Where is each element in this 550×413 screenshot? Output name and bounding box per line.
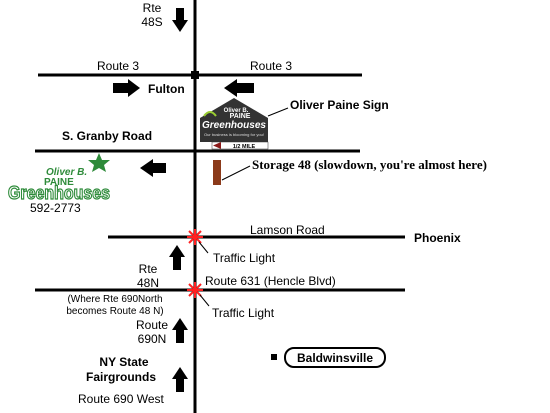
route-690-west-label: Route 690 West — [78, 392, 164, 406]
fulton-label: Fulton — [148, 82, 185, 96]
traffic-light-pointer — [199, 294, 210, 307]
logo-mid-text: PAINE — [44, 177, 74, 188]
arrow-down-icon — [172, 8, 188, 32]
arrow-up-icon — [169, 245, 185, 270]
route-3-left-label: Route 3 — [97, 59, 139, 73]
route-3-right-label: Route 3 — [250, 59, 292, 73]
sign-pointer — [267, 107, 289, 117]
fulton-intersection — [191, 71, 199, 79]
rte-48n-label-line2: 48N — [137, 276, 159, 290]
baldwinsville-box — [284, 347, 386, 368]
arrow-right-icon — [113, 79, 140, 97]
traffic-light-label-1: Traffic Light — [213, 251, 276, 265]
logo-top-text: Oliver B. — [46, 167, 87, 178]
route-690n-label-line1: Route — [136, 318, 168, 332]
logo-phone-text: 592-2773 — [30, 201, 81, 215]
fairgrounds-label-line1: NY State — [99, 355, 148, 369]
storage-48-marker — [213, 160, 221, 185]
sign-mid-text: PAINE — [230, 113, 251, 120]
route-note-line1: (Where Rte 690North — [67, 294, 162, 305]
rte-48n-label-line1: Rte — [139, 262, 158, 276]
star-icon — [88, 153, 110, 172]
storage-pointer — [221, 165, 251, 181]
rte-48s-label-line2: 48S — [141, 15, 162, 29]
traffic-light-pointer — [198, 241, 209, 254]
s-granby-road-label: S. Granby Road — [62, 129, 152, 143]
traffic-light-icon — [187, 229, 203, 245]
rte-48s-label-line1: Rte — [143, 1, 162, 15]
baldwinsville-label: Baldwinsville — [297, 351, 373, 365]
baldwinsville-marker — [271, 354, 277, 360]
traffic-light-icon — [187, 282, 203, 298]
phoenix-label: Phoenix — [414, 231, 461, 245]
fairgrounds-label-line2: Fairgrounds — [86, 370, 156, 384]
route-note-line2: becomes Route 48 N) — [66, 306, 163, 317]
sign-tagline-text: Our business is blooming for you! — [204, 132, 264, 137]
route-631-label: Route 631 (Hencle Blvd) — [205, 274, 336, 288]
arrow-up-icon — [172, 318, 188, 343]
greenhouses-logo: Oliver B. PAINE Greenhouses 592-2773 — [7, 153, 111, 215]
arrow-left-icon — [224, 79, 254, 97]
lamson-road-label: Lamson Road — [250, 223, 325, 237]
traffic-light-label-2: Traffic Light — [212, 306, 275, 320]
arrow-left-icon — [140, 159, 166, 177]
oliver-paine-sign-graphic: Oliver B. PAINE Greenhouses Our business… — [200, 98, 269, 150]
storage-48-label: Storage 48 (slowdown, you're almost here… — [252, 157, 487, 172]
arrow-up-icon — [172, 367, 188, 392]
sign-main-text: Greenhouses — [202, 120, 266, 131]
sign-arrow-text: 1/2 MILE — [233, 144, 256, 150]
oliver-paine-sign-label: Oliver Paine Sign — [290, 98, 389, 112]
sign-top-text: Oliver B. — [224, 108, 249, 114]
route-690n-label-line2: 690N — [138, 332, 167, 346]
logo-main-text: Greenhouses — [8, 183, 110, 203]
